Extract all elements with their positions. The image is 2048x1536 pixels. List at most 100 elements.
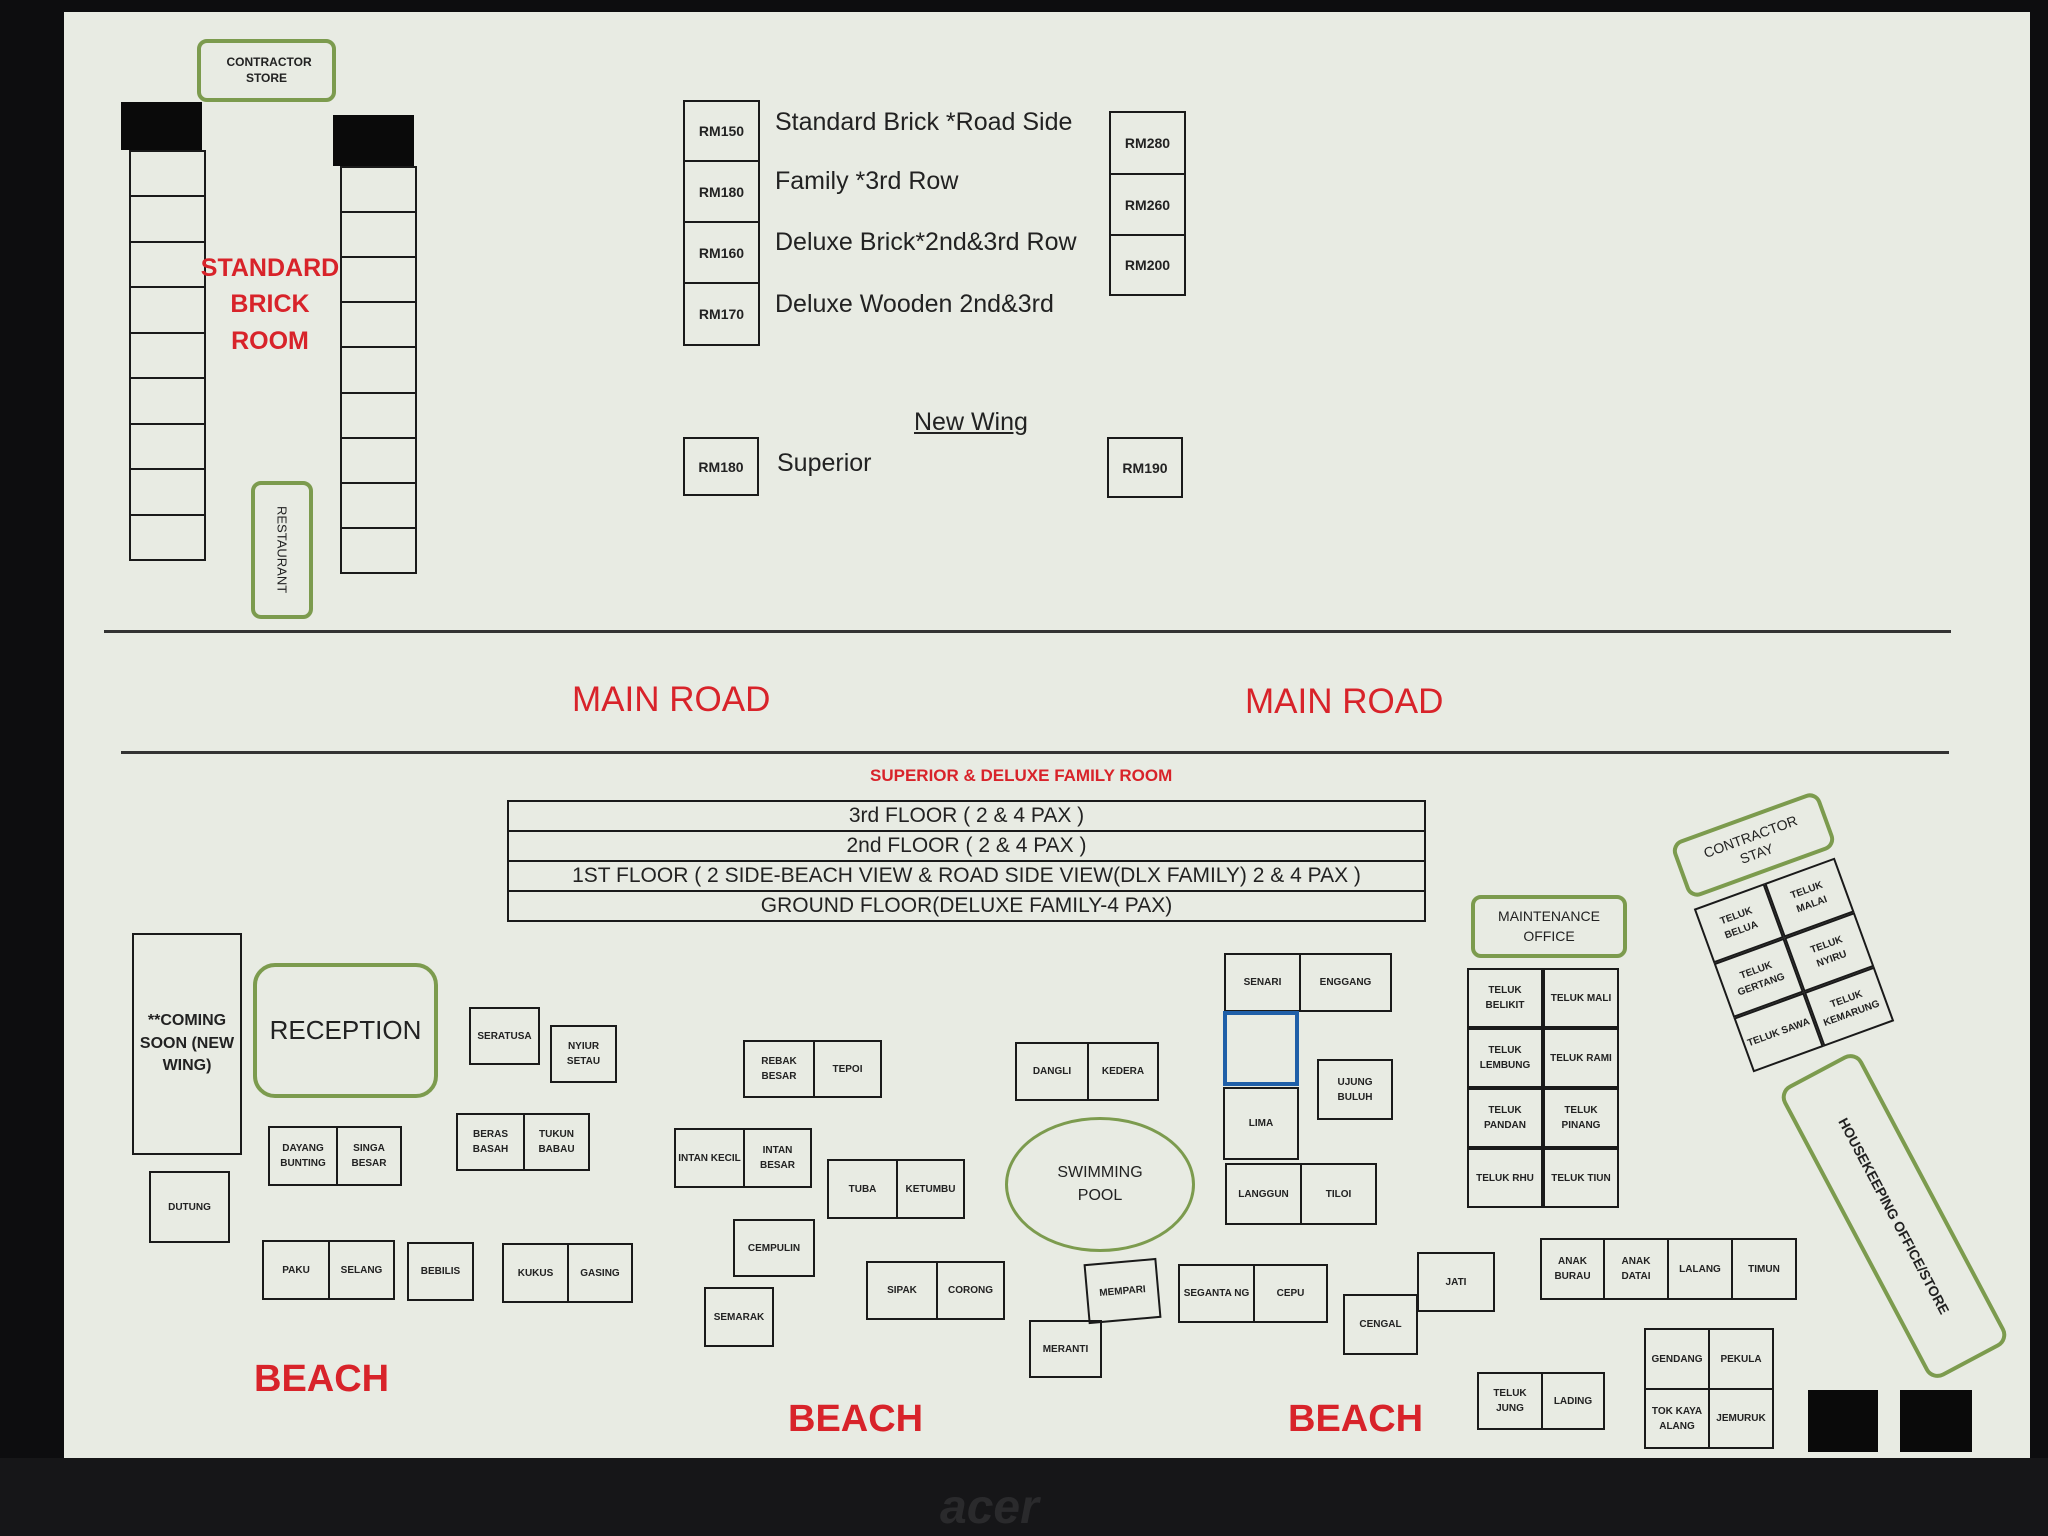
room-gendang: GENDANG: [1644, 1328, 1710, 1390]
standard-brick-room-cell: [340, 301, 417, 349]
new-wing-title: New Wing: [914, 408, 1028, 436]
room-timun: TIMUN: [1731, 1238, 1797, 1300]
room-cengal: CENGAL: [1343, 1294, 1418, 1355]
room-selang: SELANG: [328, 1240, 395, 1300]
standard-brick-room-cell: [129, 422, 206, 471]
price-standard-brick: RM150: [683, 100, 760, 162]
room-kedera: KEDERA: [1087, 1042, 1159, 1101]
floor-ground: GROUND FLOOR(DELUXE FAMILY-4 PAX): [507, 892, 1426, 922]
room-gasing: GASING: [567, 1243, 633, 1303]
room-seratusa: SERATUSA: [469, 1007, 540, 1065]
room-teluk-jung: TELUK JUNG: [1477, 1372, 1543, 1430]
highlighted-empty-room: [1223, 1011, 1299, 1086]
room-paku: PAKU: [262, 1240, 330, 1300]
room-corong: CORONG: [936, 1261, 1005, 1320]
standard-brick-room-cell: [129, 377, 206, 425]
room-nyiur-setau: NYIUR SETAU: [550, 1025, 617, 1083]
room-teluk-tiun: TELUK TIUN: [1543, 1148, 1619, 1208]
price-family: RM180: [683, 160, 760, 223]
room-dutung: DUTUNG: [149, 1171, 230, 1243]
room-segantang: SEGANTA NG: [1178, 1264, 1255, 1323]
monitor-bezel-bottom: acer: [0, 1458, 2048, 1536]
contractor-store: CONTRACTOR STORE: [197, 39, 336, 102]
room-teluk-belikit: TELUK BELIKIT: [1467, 968, 1543, 1028]
road-edge-top: [104, 630, 1951, 633]
standard-brick-room-cell: [340, 256, 417, 304]
standard-brick-room-cell: [129, 513, 206, 561]
room-ujung-buluh: UJUNG BULUH: [1317, 1059, 1393, 1120]
floor-1: 1ST FLOOR ( 2 SIDE-BEACH VIEW & ROAD SID…: [507, 862, 1426, 892]
room-beras-basah: BERAS BASAH: [456, 1113, 525, 1171]
main-road-label-right: MAIN ROAD: [1245, 682, 1444, 721]
coming-soon-new-wing: **COMING SOON (NEW WING): [132, 933, 242, 1155]
label-superior: Superior: [777, 449, 872, 477]
restaurant: RESTAURANT: [251, 481, 313, 619]
room-sipak: SIPAK: [866, 1261, 938, 1320]
black-block-1: [1808, 1390, 1878, 1452]
price-right-2: RM260: [1109, 173, 1186, 236]
standard-brick-column-right-cap: [333, 115, 414, 166]
room-cepu: CEPU: [1253, 1264, 1328, 1323]
maintenance-office: MAINTENANCE OFFICE: [1471, 895, 1627, 958]
standard-brick-room-cell: [340, 346, 417, 394]
teluk-room-block: TELUK BELIKIT TELUK MALI TELUK LEMBUNG T…: [1467, 968, 1619, 1208]
price-deluxe-brick: RM160: [683, 221, 760, 284]
monitor-brand-logo: acer: [940, 1481, 1039, 1534]
label-deluxe-wooden: Deluxe Wooden 2nd&3rd: [775, 290, 1054, 318]
floor-3: 3rd FLOOR ( 2 & 4 PAX ): [507, 802, 1426, 832]
price-superior-right: RM190: [1107, 437, 1183, 498]
standard-brick-room-cell: [129, 468, 206, 516]
label-standard-brick: Standard Brick *Road Side: [775, 108, 1073, 136]
label-deluxe-brick: Deluxe Brick*2nd&3rd Row: [775, 228, 1077, 256]
room-anak-burau: ANAK BURAU: [1540, 1238, 1605, 1300]
room-ketumbu: KETUMBU: [896, 1159, 965, 1219]
standard-brick-room-label: STANDARD BRICK ROOM: [200, 254, 340, 355]
price-right-3: RM200: [1109, 234, 1186, 296]
road-edge-bottom: [121, 751, 1949, 754]
room-enggang: ENGGANG: [1299, 953, 1392, 1012]
room-teluk-lembung: TELUK LEMBUNG: [1467, 1028, 1543, 1088]
room-meranti: MERANTI: [1029, 1320, 1102, 1378]
room-teluk-mali: TELUK MALI: [1543, 968, 1619, 1028]
beach-label-center: BEACH: [788, 1398, 924, 1440]
room-langgun: LANGGUN: [1225, 1163, 1302, 1225]
room-bebilis: BEBILIS: [407, 1242, 474, 1301]
price-right-1: RM280: [1109, 111, 1186, 175]
room-tepoi: TEPOI: [813, 1040, 882, 1098]
main-road-label-left: MAIN ROAD: [572, 680, 771, 719]
room-rebak-besar: REBAK BESAR: [743, 1040, 815, 1098]
room-lading: LADING: [1541, 1372, 1605, 1430]
room-singa-besar: SINGA BESAR: [336, 1126, 402, 1186]
standard-brick-room-cell: [340, 526, 417, 574]
room-tukun-babau: TUKUN BABAU: [523, 1113, 590, 1171]
room-teluk-pandan: TELUK PANDAN: [1467, 1088, 1543, 1148]
price-superior-left: RM180: [683, 437, 759, 496]
beach-label-left: BEACH: [254, 1358, 390, 1400]
standard-brick-room-cell: [340, 481, 417, 529]
standard-brick-room-cell: [129, 150, 206, 198]
family-block-floors: 3rd FLOOR ( 2 & 4 PAX ) 2nd FLOOR ( 2 & …: [507, 800, 1426, 922]
standard-brick-room-cell: [340, 391, 417, 439]
standard-brick-room-cell: [340, 436, 417, 484]
room-kukus: KUKUS: [502, 1243, 569, 1303]
family-block-title: SUPERIOR & DELUXE FAMILY ROOM: [870, 766, 1173, 785]
room-tok-kaya-alang: TOK KAYA ALANG: [1644, 1388, 1710, 1449]
room-tuba: TUBA: [827, 1159, 898, 1219]
room-senari: SENARI: [1224, 953, 1301, 1012]
price-deluxe-wooden: RM170: [683, 282, 760, 346]
room-intan-kecil: INTAN KECIL: [674, 1128, 745, 1188]
room-pekula: PEKULA: [1708, 1328, 1774, 1390]
standard-brick-room-cell: [340, 211, 417, 259]
room-teluk-rami: TELUK RAMI: [1543, 1028, 1619, 1088]
room-cempulin: CEMPULIN: [733, 1219, 815, 1277]
room-anak-datai: ANAK DATAI: [1603, 1238, 1669, 1300]
room-lima: LIMA: [1223, 1087, 1299, 1160]
room-jemuruk: JEMURUK: [1708, 1388, 1774, 1449]
room-jati: JATI: [1417, 1252, 1495, 1312]
room-semarak: SEMARAK: [704, 1287, 774, 1347]
room-lalang: LALANG: [1667, 1238, 1733, 1300]
reception: RECEPTION: [253, 963, 438, 1098]
swimming-pool: SWIMMING POOL: [1005, 1117, 1195, 1252]
room-tiloi: TILOI: [1300, 1163, 1377, 1225]
standard-brick-room-cell: [340, 166, 417, 214]
